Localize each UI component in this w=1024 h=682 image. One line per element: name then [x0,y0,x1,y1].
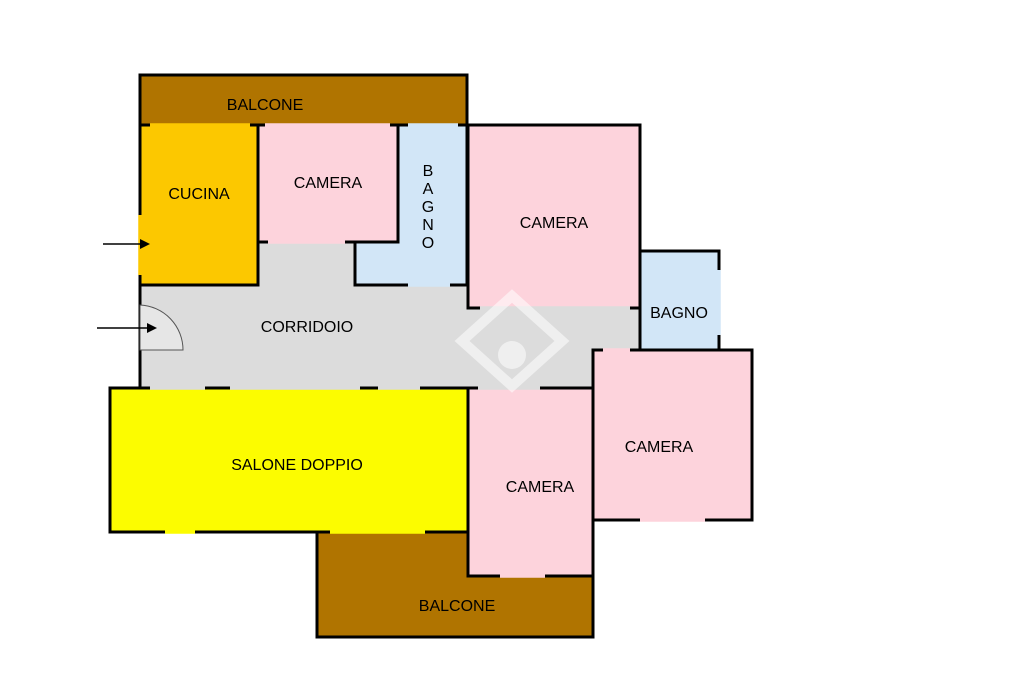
label-cucina: CUCINA [168,186,230,203]
label-camera-small: CAMERA [294,175,363,192]
svg-text:N: N [422,217,434,234]
svg-text:O: O [422,235,434,252]
svg-text:G: G [422,199,434,216]
label-corridoio: CORRIDOIO [261,319,353,336]
label-bagno-vertical: B A G N O [422,163,434,252]
arrow-right-icon [97,323,157,333]
label-bagno-right: BAGNO [650,305,708,322]
label-salone-doppio: SALONE DOPPIO [231,457,363,474]
label-camera-right: CAMERA [625,439,694,456]
arrow-right-icon [103,239,150,249]
room-balcone-top [138,73,469,127]
label-camera-bottom: CAMERA [506,479,575,496]
room-salone-doppio [108,386,470,534]
label-camera-large: CAMERA [520,215,589,232]
room-camera-right [591,348,754,522]
door-swing-icon [139,304,184,351]
label-balcone-top: BALCONE [227,97,303,114]
house-watermark-icon [454,289,570,393]
svg-text:A: A [423,181,434,198]
room-cucina [138,123,260,287]
svg-text:B: B [423,163,434,180]
room-bagno-right [638,249,721,352]
label-balcone-bottom: BALCONE [419,598,495,615]
